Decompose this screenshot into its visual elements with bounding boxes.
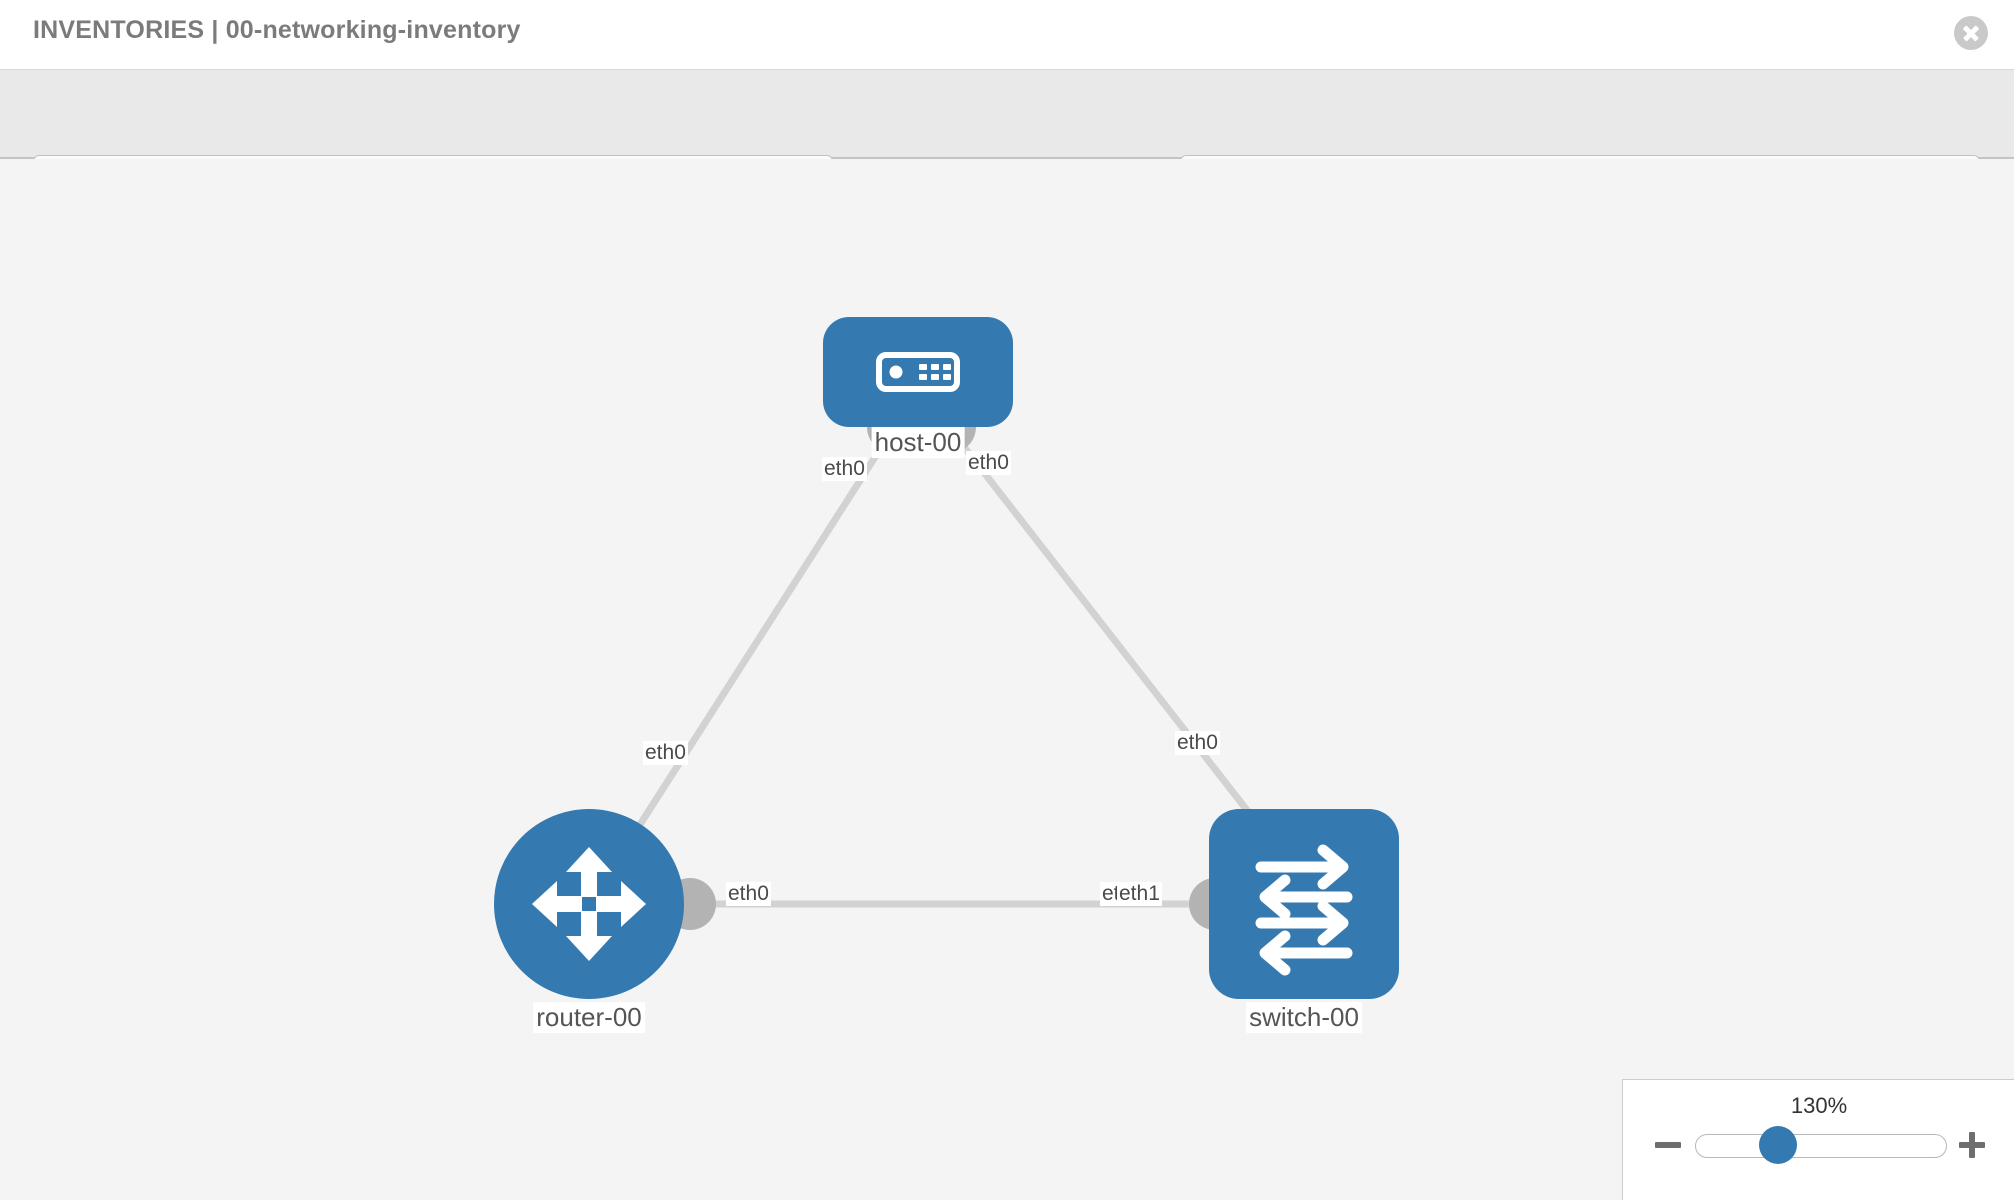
topology-links-layer	[596, 401, 1309, 930]
close-icon[interactable]	[1954, 16, 1988, 50]
zoom-control-panel: 130%	[1622, 1079, 2014, 1200]
switch-arrows-icon	[1255, 844, 1353, 976]
node-label-router-00: router-00	[533, 1002, 645, 1033]
link-host-switch	[946, 425, 1289, 863]
minus-icon	[1655, 1142, 1681, 1148]
iface-label-switch-up: eth0	[1175, 731, 1220, 756]
node-label-host-00: host-00	[871, 427, 965, 458]
toolbar: ACTIONS SEARCH	[0, 70, 2014, 213]
zoom-level-value: 130%	[1790, 1093, 1848, 1118]
router-arrows-icon	[532, 847, 646, 961]
node-shape	[1209, 809, 1399, 999]
plus-icon-v	[1969, 1132, 1975, 1158]
topology-node-host-00[interactable]: host-00	[823, 317, 1013, 458]
page-title: INVENTORIES | 00-networking-inventory	[33, 16, 521, 44]
server-icon	[876, 352, 960, 392]
zoom-slider-handle[interactable]	[1759, 1126, 1797, 1164]
port-markers	[596, 401, 1309, 930]
topology-node-switch-00[interactable]: switch-00	[1209, 809, 1399, 1033]
topology-node-router-00[interactable]: router-00	[494, 809, 684, 1033]
zoom-slider-track[interactable]	[1695, 1134, 1947, 1158]
node-label-switch-00: switch-00	[1246, 1002, 1362, 1033]
page-header: INVENTORIES | 00-networking-inventory	[0, 0, 2014, 70]
node-shape	[823, 317, 1013, 427]
zoom-out-button[interactable]	[1653, 1130, 1683, 1160]
topology-canvas[interactable]: host-00 router-00	[0, 159, 2014, 1200]
link-host-router	[614, 425, 897, 863]
iface-label-host-right: eth0	[966, 451, 1011, 476]
iface-label-switch-left: eth1	[1117, 882, 1162, 907]
iface-label-host-left: eth0	[822, 457, 867, 482]
zoom-in-button[interactable]	[1957, 1130, 1987, 1160]
iface-label-router-right: eth0	[726, 882, 771, 907]
node-shape	[494, 809, 684, 999]
iface-label-router-up: eth0	[643, 741, 688, 766]
